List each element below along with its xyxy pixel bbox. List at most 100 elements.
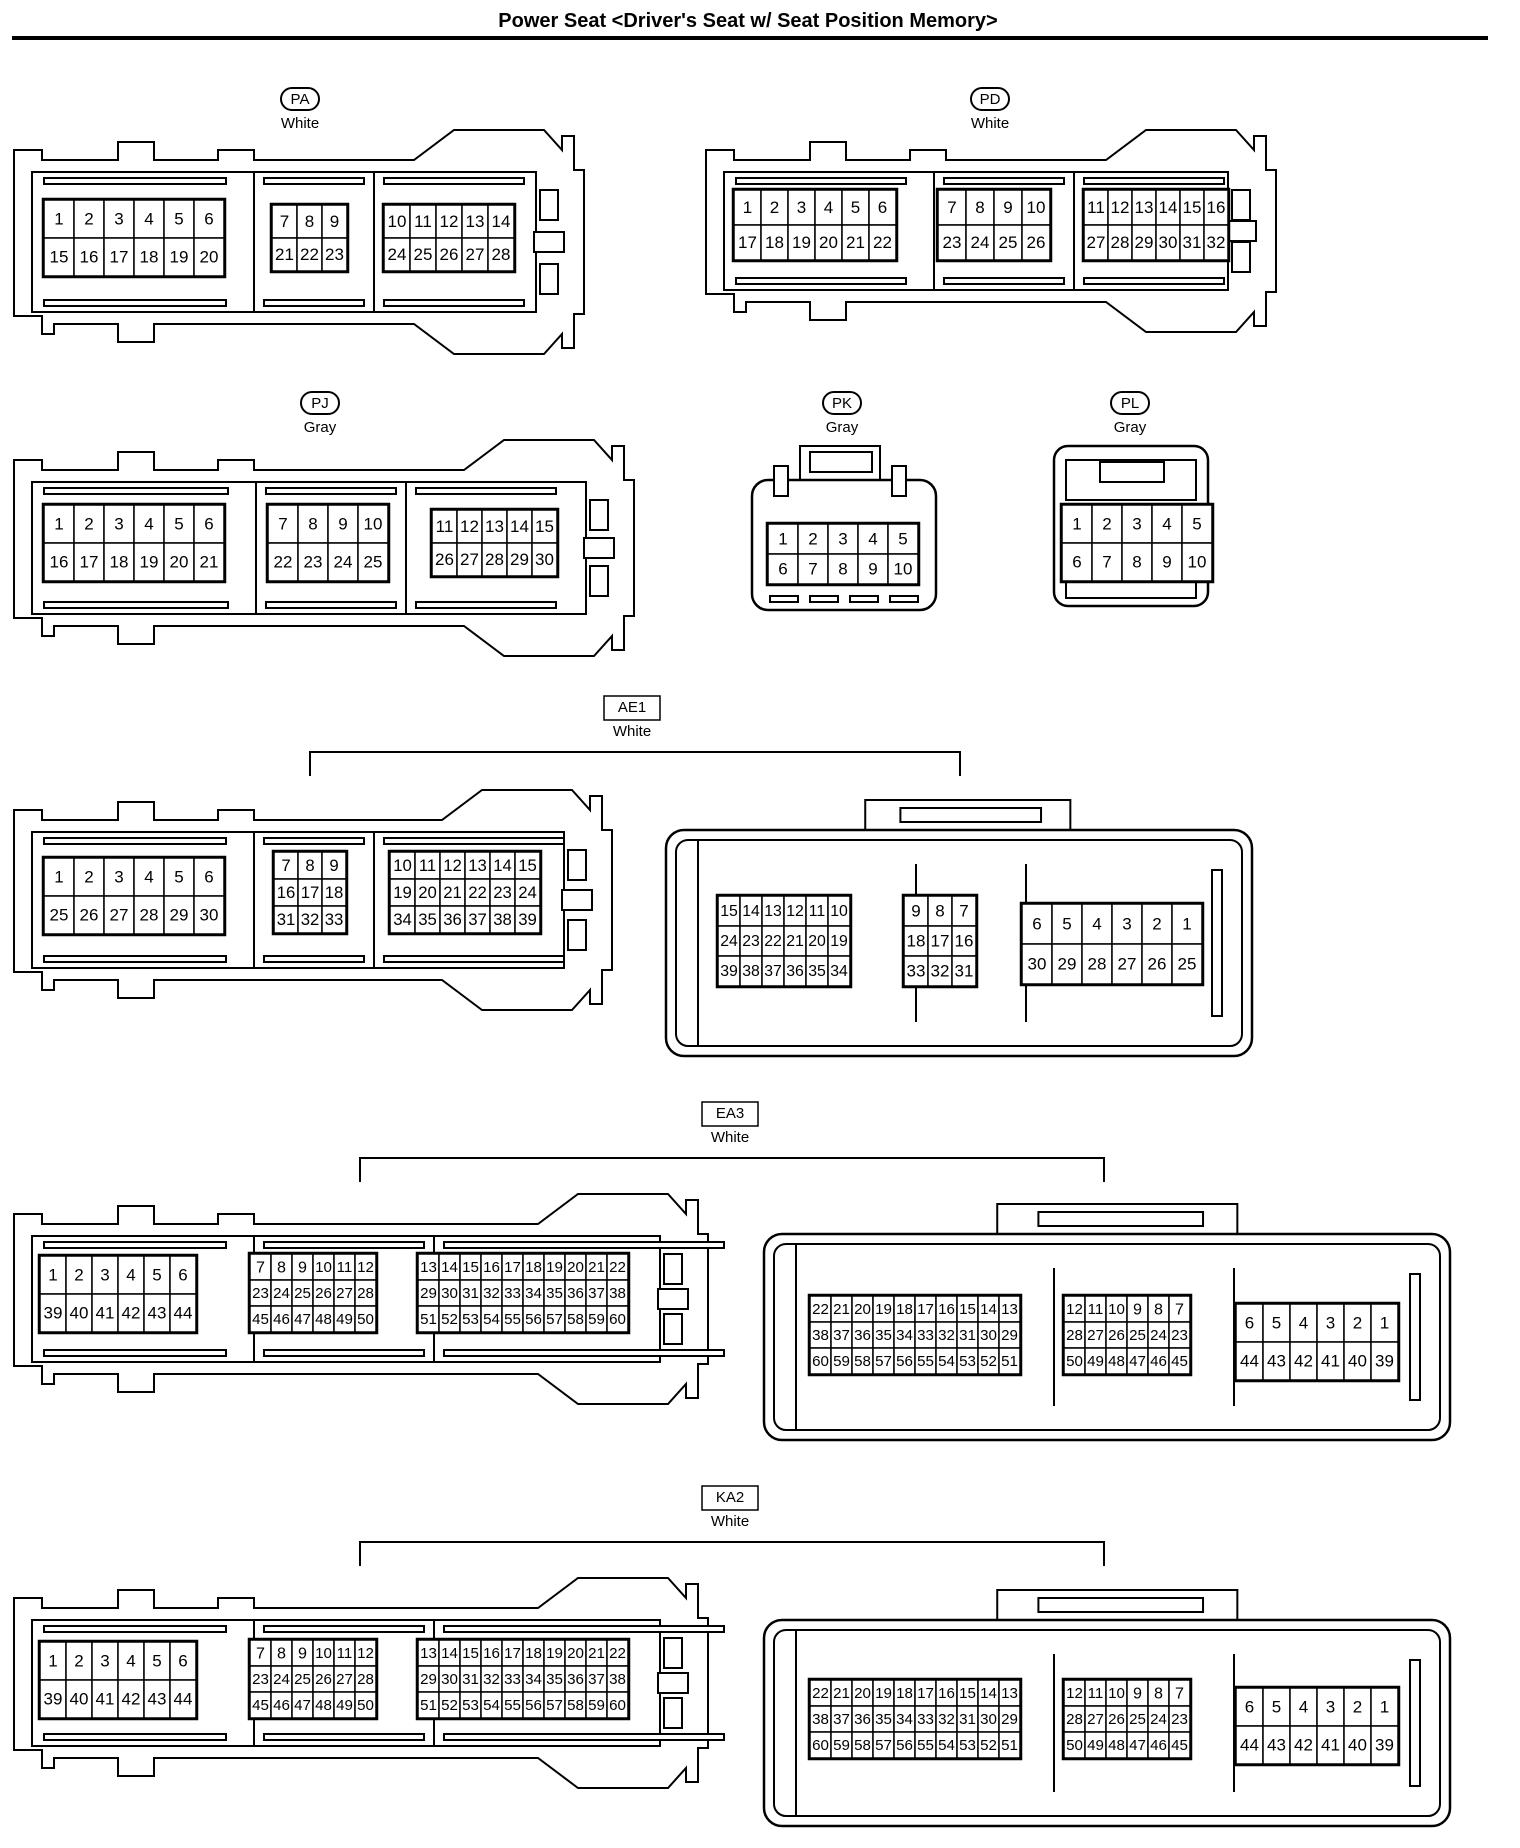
pin-number: 32 <box>938 1327 955 1344</box>
cavity-box <box>787 224 816 261</box>
terminal-cavity: 17 <box>914 1679 937 1707</box>
terminal-cavity: 48 <box>312 1305 335 1333</box>
pin-number: 38 <box>493 910 512 929</box>
cavity-box <box>1181 542 1213 582</box>
cavity-box <box>389 878 416 907</box>
cavity-box <box>273 905 299 934</box>
pin-number: 6 <box>204 209 213 228</box>
cavity-box <box>993 224 1023 261</box>
cavity-box <box>887 553 919 585</box>
pin-number: 5 <box>174 209 183 228</box>
cavity-box <box>169 1293 197 1333</box>
pin-number: 5 <box>174 514 183 533</box>
pin-number: 25 <box>294 1285 311 1302</box>
terminal-cavity: 11 <box>1084 1295 1107 1323</box>
terminal-cavity: 18 <box>522 1253 545 1281</box>
pin-number: 28 <box>1066 1711 1083 1728</box>
pin-number: 22 <box>468 883 487 902</box>
cavity-box <box>1021 224 1051 261</box>
pin-number: 59 <box>833 1353 850 1370</box>
pin-number: 27 <box>1118 954 1137 973</box>
pin-number: 17 <box>917 1301 934 1318</box>
pin-number: 23 <box>742 933 760 950</box>
terminal-cavity: 33 <box>914 1705 937 1733</box>
pin-number: 56 <box>525 1697 542 1714</box>
terminal-cavity: 26 <box>1141 943 1173 985</box>
terminal-cavity: 10 <box>1105 1679 1128 1707</box>
block-frame <box>731 187 899 263</box>
terminal-cavity: 20 <box>851 1679 874 1707</box>
terminal-cavity: 19 <box>827 925 851 957</box>
terminal-cavity: 14 <box>739 895 763 927</box>
pin-number: 9 <box>1133 1300 1142 1318</box>
pin-number: 9 <box>298 1258 307 1276</box>
terminal-cavity: 10 <box>383 204 411 239</box>
terminal-cavity: 44 <box>169 1293 197 1333</box>
terminal-cavity: 10 <box>887 553 919 585</box>
cavity-box <box>1021 189 1051 226</box>
pin-number: 13 <box>1001 1685 1018 1702</box>
housing-rib <box>43 1349 227 1357</box>
terminal-cavity: 24 <box>270 1279 293 1307</box>
terminal-cavity: 49 <box>1084 1731 1107 1759</box>
pin-number: 5 <box>1192 514 1201 533</box>
terminal-cavity: 20 <box>564 1639 587 1667</box>
housing-rib <box>849 595 879 603</box>
terminal-cavity: 8 <box>927 895 953 927</box>
terminal-cavity: 2 <box>73 504 105 544</box>
pin-number: 22 <box>764 933 782 950</box>
terminal-cavity: 8 <box>1147 1295 1170 1323</box>
terminal-cavity: 41 <box>91 1679 119 1719</box>
terminal-cavity: 19 <box>133 542 165 582</box>
terminal-cavity: 15 <box>956 1295 979 1323</box>
pin-number: 30 <box>441 1671 458 1688</box>
pin-number: 24 <box>273 1285 290 1302</box>
pin-number: 32 <box>483 1671 500 1688</box>
pin-number: 10 <box>1108 1685 1125 1702</box>
pin-number: 39 <box>44 1689 63 1708</box>
pin-number: 8 <box>305 856 314 875</box>
terminal-cavity: 26 <box>431 542 458 577</box>
cavity-box <box>91 1293 119 1333</box>
pin-number: 3 <box>100 1651 109 1670</box>
terminal-cavity: 6 <box>1061 542 1093 582</box>
housing-edge <box>13 1193 709 1405</box>
terminal-cavity: 7 <box>271 204 298 239</box>
terminal-cavity: 13 <box>481 509 508 544</box>
cavity-box <box>73 237 105 277</box>
pin-number: 10 <box>830 903 848 920</box>
pin-number: 25 <box>999 233 1018 252</box>
pin-number: 1 <box>54 209 63 228</box>
terminal-cavity: 33 <box>321 905 347 934</box>
housing-rib <box>1037 1211 1205 1227</box>
block-frame <box>1061 1293 1193 1377</box>
pin-number: 19 <box>875 1301 892 1318</box>
terminal-cavity: 3 <box>91 1255 119 1295</box>
terminal-cavity: 7 <box>249 1639 272 1667</box>
pin-number: 26 <box>1148 954 1167 973</box>
terminal-cavity: 7 <box>1168 1295 1191 1323</box>
cavity-box <box>927 925 953 957</box>
terminal-cavity: 19 <box>872 1295 895 1323</box>
terminal-cavity: 38 <box>809 1705 832 1733</box>
pin-number: 29 <box>420 1285 437 1302</box>
pin-number: 3 <box>1326 1313 1335 1332</box>
pin-number: 27 <box>110 905 129 924</box>
housing-rib <box>1409 1273 1421 1401</box>
pin-number: 19 <box>170 247 189 266</box>
housing-rib <box>663 1253 683 1285</box>
housing-rib <box>1231 241 1251 273</box>
terminal-cavity: 15 <box>43 237 75 277</box>
pin-number: 21 <box>200 552 219 571</box>
cavity-box <box>1343 1725 1372 1765</box>
terminal-cavity: 54 <box>480 1305 503 1333</box>
pin-number: 34 <box>896 1711 913 1728</box>
pin-number: 35 <box>808 963 826 980</box>
pin-number: 12 <box>440 212 459 231</box>
terminal-cavity: 6 <box>169 1641 197 1681</box>
housing-rib <box>1037 1597 1205 1613</box>
page-title: Power Seat <Driver's Seat w/ Seat Positi… <box>498 10 998 32</box>
terminal-cavity: 1 <box>39 1641 67 1681</box>
